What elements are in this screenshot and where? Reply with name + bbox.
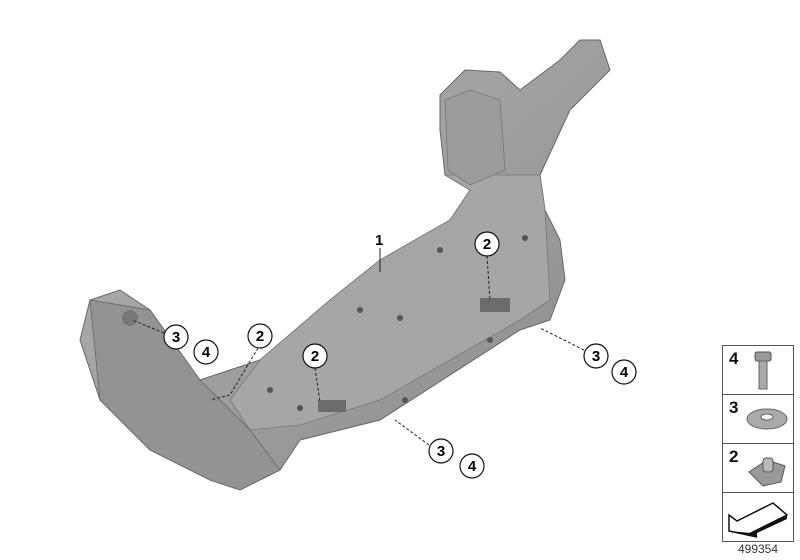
callout-3[interactable]: 3 [428,438,454,464]
callout-circle [428,438,454,464]
callout-circle [583,343,609,369]
bolt-icon [754,351,772,390]
diagram-id: 499354 [737,542,779,556]
legend-number: 4 [729,349,739,368]
legend-item-clip-nut[interactable]: 2 [723,444,793,493]
legend-item-washer[interactable]: 3 [723,395,793,444]
legend-item-bolt[interactable]: 4 [723,346,793,395]
callout-circle [459,453,485,479]
parts-legend: 4 3 2 [722,345,794,542]
bracket-part [79,39,611,491]
part-number-label: 1 [375,232,383,249]
callout-label: 4 [620,364,629,381]
callout-4[interactable]: 4 [459,453,485,479]
callout-3[interactable]: 3 [163,324,189,350]
callout-label: 3 [437,443,445,460]
callout-2[interactable]: 2 [474,231,500,257]
callout-label: 3 [172,329,180,346]
callout-circle [247,323,273,349]
callout-label: 2 [311,348,319,365]
clip-nut-icon [748,457,786,487]
callout-label: 4 [202,344,211,361]
callout-4[interactable]: 4 [193,339,219,365]
callout-circle [193,339,219,365]
legend-number: 3 [729,398,739,417]
callout-label: 4 [468,458,477,475]
callout-2[interactable]: 2 [247,323,273,349]
callout-label: 3 [592,348,600,365]
direction-arrow-icon [728,502,789,538]
callout-label: 2 [256,328,264,345]
callout-3[interactable]: 3 [583,343,609,369]
callout-2[interactable]: 2 [302,343,328,369]
callout-4[interactable]: 4 [611,359,637,385]
callout-circle [163,324,189,350]
callout-circle [611,359,637,385]
callout-circle [302,343,328,369]
callout-circle [474,231,500,257]
legend-number: 2 [729,447,739,466]
washer-icon [746,408,788,430]
legend-item-direction [723,493,793,541]
callout-label: 2 [483,236,491,253]
leader-lines [131,248,585,446]
